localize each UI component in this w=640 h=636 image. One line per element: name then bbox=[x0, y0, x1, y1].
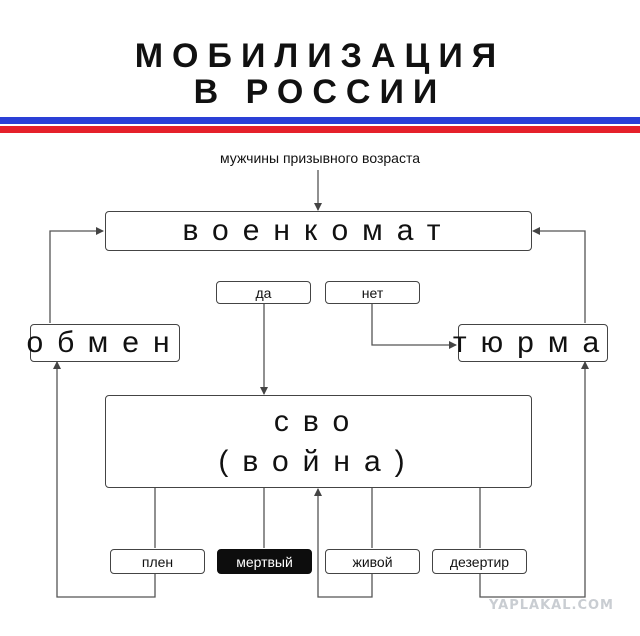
flag-stripe-red bbox=[0, 126, 640, 133]
title-line-2: В РОССИИ bbox=[193, 73, 447, 111]
flag-stripe-blue bbox=[0, 117, 640, 124]
node-zhivoy: живой bbox=[325, 549, 420, 574]
node-tyurma: тюрма bbox=[453, 324, 608, 362]
input-label: мужчины призывного возраста bbox=[220, 150, 420, 166]
node-obmen: обмен bbox=[26, 324, 180, 362]
arrow-obmen-to-voenkomat bbox=[49, 227, 104, 323]
arrow-tyurma-to-voenkomat bbox=[532, 227, 586, 323]
node-plen: плен bbox=[110, 549, 205, 574]
voyna-label: (война) bbox=[218, 444, 419, 478]
arrow-dezertir-to-tyurma bbox=[479, 361, 589, 598]
title-line-1: МОБИЛИЗАЦИЯ bbox=[134, 37, 506, 75]
node-voenkomat: военкомат bbox=[105, 211, 532, 251]
svo-label: сво bbox=[273, 404, 364, 438]
node-mertvy: мертвый bbox=[217, 549, 312, 574]
node-net: нет bbox=[325, 281, 420, 304]
arrow-zhivoy-to-svo bbox=[314, 488, 373, 598]
node-da: да bbox=[216, 281, 311, 304]
node-dezertir: дезертир bbox=[432, 549, 527, 574]
arrow-net-to-tyurma bbox=[371, 304, 457, 349]
node-svo: сво (война) bbox=[105, 395, 532, 488]
arrow-plen-to-obmen bbox=[53, 361, 156, 598]
watermark: YAPLAKAL.COM bbox=[489, 598, 614, 613]
